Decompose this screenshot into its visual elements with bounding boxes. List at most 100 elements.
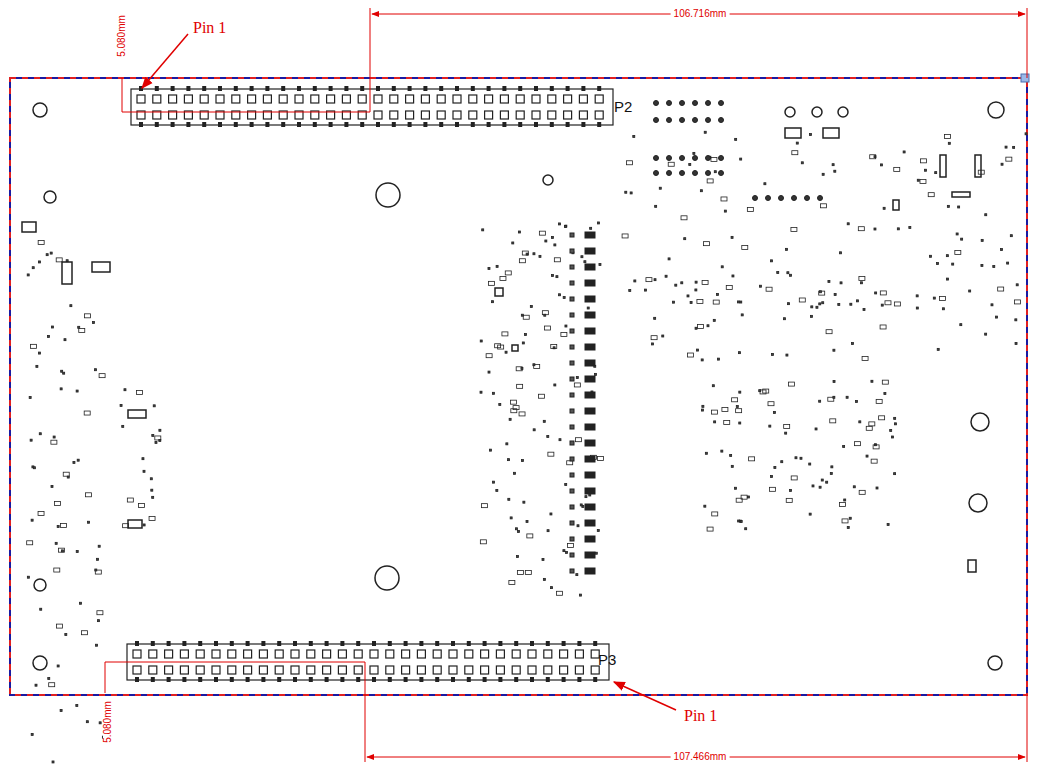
component-pad (740, 301, 742, 303)
component-pad (880, 291, 886, 295)
component-pad (544, 314, 546, 316)
component-pad (654, 279, 656, 281)
component-pad (946, 255, 948, 257)
pin-tab (281, 86, 285, 91)
pin-pad (528, 650, 536, 658)
component-pad (580, 504, 582, 506)
pin-tab (182, 677, 186, 682)
component-pad (887, 524, 889, 526)
component-pad (630, 192, 632, 194)
pin-tab (566, 86, 570, 91)
component-pad (585, 440, 595, 446)
component-pad (53, 436, 55, 438)
component-pad (859, 421, 861, 423)
component-pad (587, 307, 589, 309)
component-pad (894, 302, 900, 306)
component-pad (584, 261, 586, 263)
component-pad (63, 472, 69, 476)
pin-pad (307, 650, 315, 658)
pin-pad (323, 650, 331, 658)
component-pad (556, 591, 562, 595)
component-pad (1001, 249, 1003, 251)
pin-tab (455, 122, 459, 127)
pin-pad (165, 650, 173, 658)
component-pad (97, 611, 103, 615)
component-pad (702, 280, 708, 284)
pin-pad (421, 95, 429, 103)
pin-pad (370, 650, 378, 658)
pin-tab (566, 122, 570, 127)
component-pad (937, 263, 939, 265)
component-pad (701, 409, 703, 411)
component-pad (576, 574, 578, 576)
component-pad (695, 281, 697, 283)
pin-tab (186, 86, 190, 91)
component-pad (98, 620, 100, 622)
pin-tab (577, 677, 581, 682)
component-pad (29, 397, 31, 399)
pin-tab (372, 641, 376, 646)
component-pad (998, 287, 1004, 291)
component-pad (701, 359, 703, 361)
pin-pad (500, 95, 508, 103)
component-pad (56, 624, 62, 628)
ref-designator: P3 (598, 652, 616, 667)
pin-tab (182, 641, 186, 646)
component-pad (585, 376, 595, 382)
component-pad (673, 301, 675, 303)
pin-tab (151, 641, 155, 646)
component-pad (652, 343, 654, 345)
pin-pad (216, 95, 224, 103)
component-pad (955, 250, 961, 254)
component-pad (142, 458, 144, 460)
pin-tab (186, 122, 190, 127)
component-pad (880, 164, 882, 166)
pin-pad (295, 95, 303, 103)
pin-tab (360, 86, 364, 91)
pin-pad (402, 666, 410, 674)
pin-tab (155, 122, 159, 127)
component-pad (985, 333, 987, 335)
component-pad (935, 172, 937, 174)
pin-pad (263, 95, 271, 103)
component-pad (565, 484, 567, 486)
component-pad (512, 242, 514, 244)
dimension-lines (105, 8, 1027, 762)
pin-tab (388, 677, 392, 682)
pin-tab (581, 86, 585, 91)
component-pad (78, 326, 80, 328)
component-pad (499, 403, 501, 405)
component-pad (508, 459, 510, 461)
component-pad (704, 505, 706, 507)
pin-tab (546, 677, 550, 682)
component-pad (684, 238, 686, 240)
pin-tab (518, 122, 522, 127)
pin-tab (534, 86, 538, 91)
component-pad (570, 281, 574, 285)
component-pad (629, 290, 631, 292)
component-pad (95, 369, 97, 371)
pin-tab (344, 86, 348, 91)
component-pad (939, 296, 945, 300)
component-pad (695, 327, 697, 329)
component-pad (730, 454, 732, 456)
component-pad (599, 264, 601, 266)
component-pad (566, 551, 568, 553)
component-pad (866, 426, 872, 430)
component-pad (838, 304, 840, 306)
component-pad (155, 436, 161, 440)
pin-pad (259, 666, 267, 674)
component-pad (570, 345, 574, 349)
component-pad (771, 260, 773, 262)
component-pad (539, 255, 541, 257)
pin-tab (388, 641, 392, 646)
pin-tab (451, 641, 455, 646)
component-pad (655, 205, 657, 207)
component-pad (547, 530, 549, 532)
pin-tab (514, 641, 518, 646)
pin-pad (370, 666, 378, 674)
pin-pad (196, 650, 204, 658)
component-pad (996, 316, 998, 318)
component-pad (713, 319, 715, 321)
component-pad (1006, 157, 1012, 161)
